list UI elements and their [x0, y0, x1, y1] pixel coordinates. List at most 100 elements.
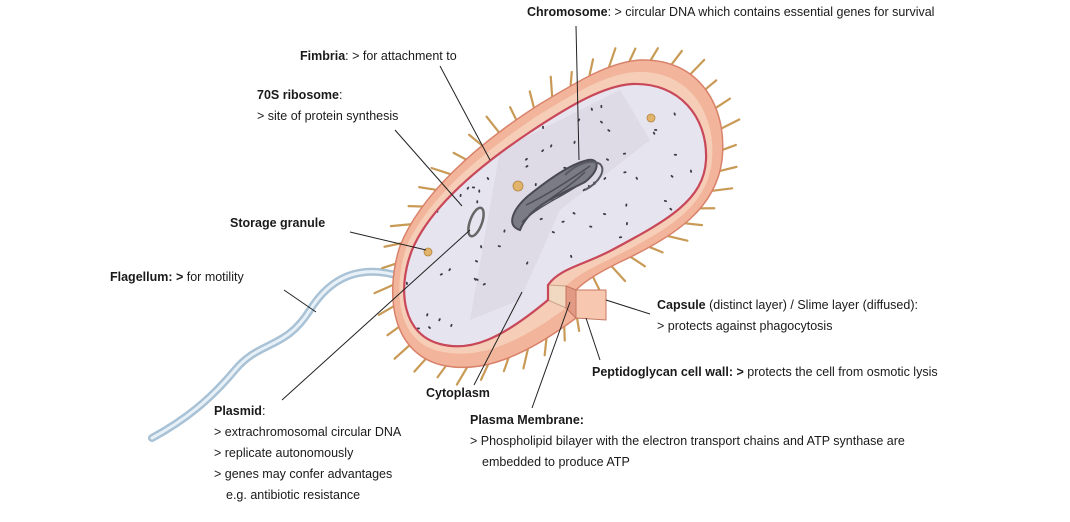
- label-flagellum-title: Flagellum: >: [110, 270, 184, 284]
- ribosome: [698, 248, 702, 252]
- cutaway-peptidoglycan: [575, 289, 607, 321]
- ribosome: [628, 288, 631, 292]
- label-ribosome: 70S ribosome: > site of protein synthesi…: [257, 85, 398, 127]
- fimbria-strand: [543, 337, 548, 357]
- ribosome: [525, 157, 528, 161]
- ribosome: [618, 236, 623, 239]
- fimbria-strand: [591, 275, 601, 291]
- fimbria-strand: [381, 262, 397, 270]
- ribosome: [675, 241, 679, 245]
- ribosome: [639, 322, 642, 326]
- plasma-membrane: [403, 82, 708, 348]
- label-capsule-title: Capsule: [657, 298, 706, 312]
- fimbria-strand: [549, 75, 554, 98]
- ribosome: [497, 245, 501, 248]
- ribosome: [459, 193, 462, 198]
- ribosome: [635, 176, 638, 180]
- label-flagellum: Flagellum: > for motility: [110, 267, 244, 288]
- ribosome: [525, 165, 529, 168]
- ribosome: [503, 229, 506, 233]
- fimbria-strand: [479, 363, 490, 381]
- ribosome: [426, 313, 429, 317]
- ribosome: [410, 169, 414, 173]
- ribosome: [589, 225, 593, 228]
- ribosome: [673, 112, 676, 116]
- ribosome: [446, 123, 450, 127]
- fimbria-strand: [563, 325, 566, 342]
- label-chromosome: Chromosome: > circular DNA which contain…: [527, 2, 934, 23]
- label-chromosome-title: Chromosome: [527, 5, 608, 19]
- ribosome: [471, 186, 476, 189]
- fimbria-strand: [485, 115, 501, 134]
- ribosome: [563, 166, 567, 169]
- ribosome: [551, 231, 555, 234]
- label-fimbria-title: Fimbria: [300, 49, 346, 63]
- ribosome: [622, 152, 627, 155]
- fimbria-strand: [418, 186, 438, 191]
- ribosome: [689, 240, 693, 243]
- ribosome: [493, 92, 496, 96]
- ribosome: [673, 153, 678, 156]
- ribosome: [504, 92, 508, 95]
- ribosome: [600, 104, 603, 109]
- label-peptidoglycan-text: protects the cell from osmotic lysis: [743, 365, 938, 379]
- label-cytoplasm: Cytoplasm: [426, 383, 490, 404]
- ribosome: [430, 140, 434, 143]
- fimbria-strand: [452, 151, 468, 161]
- fimbria-strand: [528, 90, 536, 109]
- ribosome: [439, 273, 443, 276]
- fimbria-strand: [455, 366, 469, 386]
- label-ribosome-colon: :: [338, 88, 343, 102]
- label-plasma-membrane-line2: > Phospholipid bilayer with the electron…: [470, 434, 905, 448]
- ribosome: [663, 199, 668, 203]
- fimbria-strand: [436, 364, 447, 379]
- label-ribosome-line2: > site of protein synthesis: [257, 109, 399, 123]
- label-plasma-membrane-line3: embedded to produce ATP: [482, 455, 630, 469]
- fimbria-strand: [373, 283, 394, 295]
- label-plasma-membrane-title: Plasma Membrane:: [470, 413, 584, 427]
- fimbria-strand: [683, 222, 704, 227]
- ribosome: [405, 281, 408, 285]
- ribosome: [600, 120, 603, 124]
- ribosome: [482, 283, 486, 286]
- leader-plasmid: [281, 229, 471, 401]
- ribosome: [476, 98, 480, 102]
- fimbria-strand: [629, 255, 646, 268]
- fimbria-strand: [467, 133, 484, 147]
- label-plasmid-line2: > extrachromosomal circular DNA: [214, 425, 402, 439]
- label-plasmid: Plasmid: > extrachromosomal circular DNA…: [214, 401, 401, 506]
- storage-granule: [512, 180, 524, 192]
- label-chromosome-text: : > circular DNA which contains essentia…: [607, 5, 935, 19]
- leader-ribosome: [394, 129, 463, 207]
- label-capsule: Capsule (distinct layer) / Slime layer (…: [657, 295, 918, 337]
- label-capsule-line2: > protects against phagocytosis: [657, 319, 833, 333]
- ribosome: [603, 177, 607, 180]
- fimbria-strand: [393, 344, 411, 360]
- ribosome: [428, 326, 431, 329]
- ribosome: [418, 181, 421, 185]
- ribosome: [474, 260, 479, 263]
- chromosome: [511, 158, 604, 232]
- ribosome: [450, 323, 453, 327]
- fimbria-strand: [522, 347, 530, 370]
- ribosome: [428, 127, 431, 131]
- ribosome: [550, 144, 553, 148]
- leader-lines: [281, 25, 651, 409]
- ribosome: [448, 268, 451, 272]
- ribosome: [607, 129, 611, 132]
- label-plasmid-line4: > genes may confer advantages: [214, 467, 393, 481]
- ribosome: [669, 207, 673, 211]
- ribosome: [625, 203, 628, 207]
- fimbria-strand: [711, 187, 734, 192]
- ribosome: [431, 176, 435, 180]
- leader-chromosome: [575, 25, 580, 161]
- ribosome: [692, 243, 695, 247]
- ribosome: [541, 149, 545, 153]
- leader-peptidoglycan: [585, 317, 601, 361]
- label-peptidoglycan: Peptidoglycan cell wall: > protects the …: [592, 362, 938, 383]
- fimbria-strand: [413, 357, 427, 373]
- label-plasmid-title: Plasmid: [214, 404, 262, 418]
- storage-granule: [423, 247, 433, 257]
- fimbria-strand: [721, 143, 737, 151]
